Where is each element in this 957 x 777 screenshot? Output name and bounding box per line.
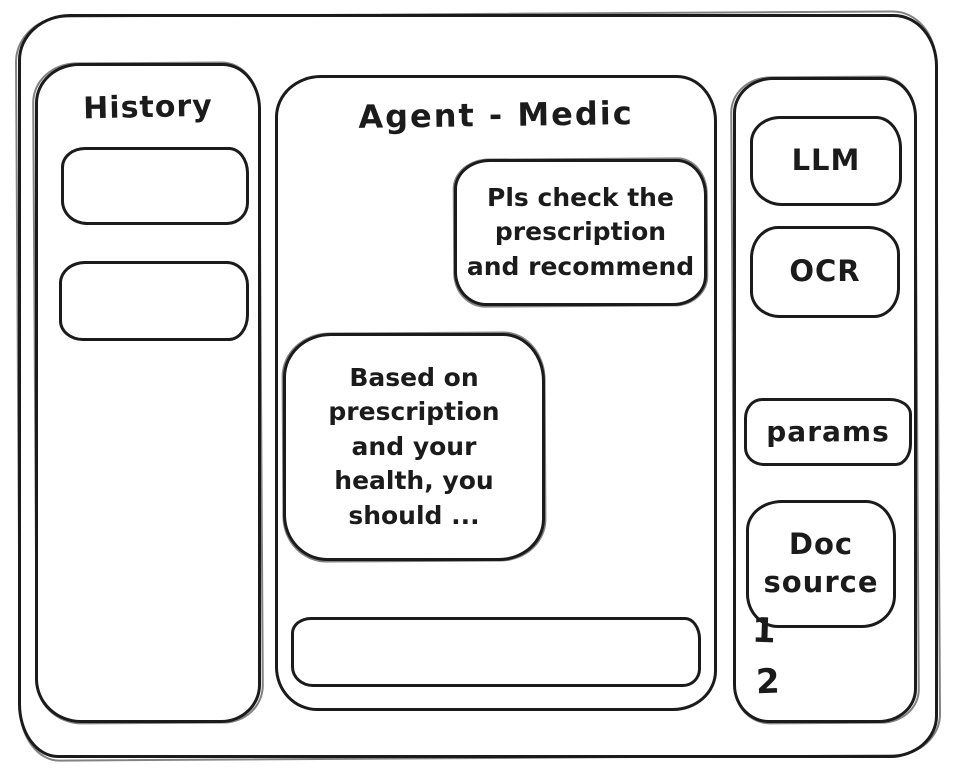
doc-source-item-1[interactable]: 1	[751, 610, 777, 652]
chat-title: Agent - Medic	[358, 94, 634, 136]
history-title: History	[82, 88, 214, 127]
doc-source-item-2[interactable]: 2	[755, 661, 781, 703]
history-item-1[interactable]	[61, 147, 249, 225]
app-window-frame: History Agent - Medic Pls check the pres…	[18, 14, 938, 758]
tools-panel: LLM OCR params Doc source 1 2	[733, 77, 917, 723]
chat-panel: Agent - Medic Pls check the prescription…	[275, 75, 717, 711]
message-input[interactable]	[291, 617, 701, 687]
history-sidebar: History	[35, 63, 261, 723]
params-button[interactable]: params	[744, 398, 912, 466]
doc-source-button[interactable]: Doc source	[746, 500, 896, 628]
user-message-bubble: Pls check the prescription and recommend	[454, 159, 707, 306]
assistant-message-bubble: Based on prescription and your health, y…	[283, 333, 545, 561]
llm-button[interactable]: LLM	[750, 116, 902, 206]
history-item-2[interactable]	[59, 261, 249, 341]
ocr-button[interactable]: OCR	[750, 226, 900, 318]
